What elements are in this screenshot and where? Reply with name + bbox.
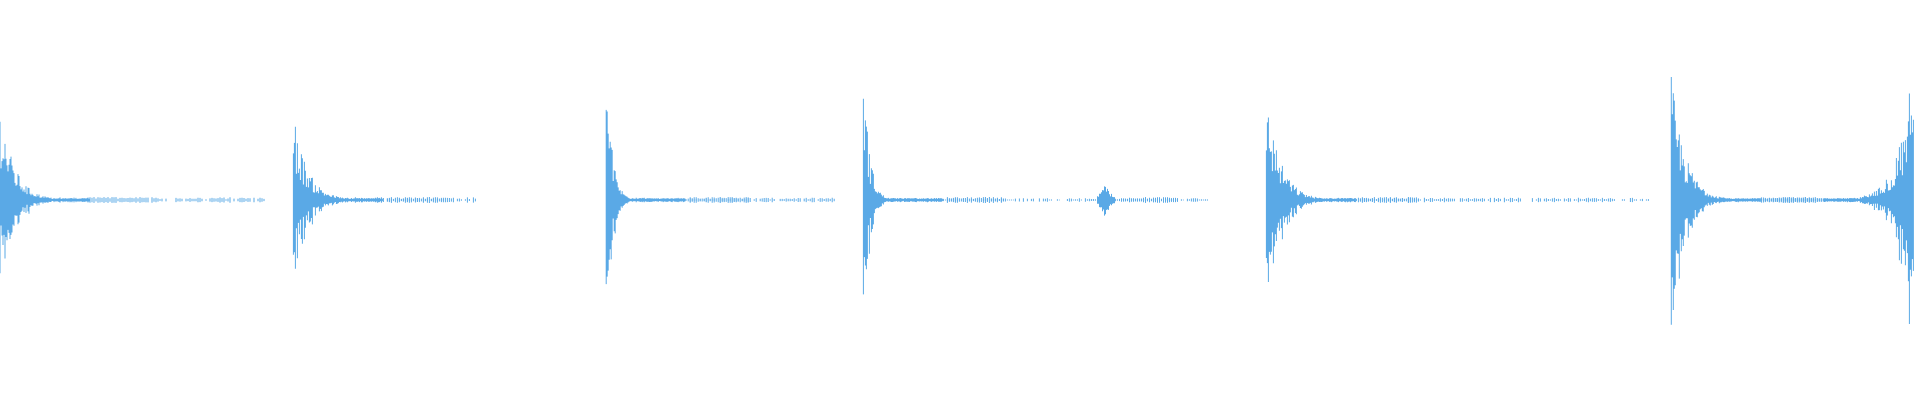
waveform-burst [1760,93,1914,324]
burst-trace [1760,93,1914,324]
burst-trace [0,121,149,274]
waveform-burst [605,109,749,285]
burst-trace [605,109,749,285]
burst-trace [862,98,1006,295]
burst-trace [1265,117,1419,282]
burst-trace [292,126,446,269]
waveform-burst [292,126,446,269]
waveform-burst [1670,77,1824,325]
burst-trace [1097,186,1178,216]
waveform-burst [0,121,149,274]
burst-trace [1670,77,1824,325]
waveform-burst [1097,186,1178,216]
waveform-burst [1265,117,1419,282]
waveform-burst [862,98,1006,295]
